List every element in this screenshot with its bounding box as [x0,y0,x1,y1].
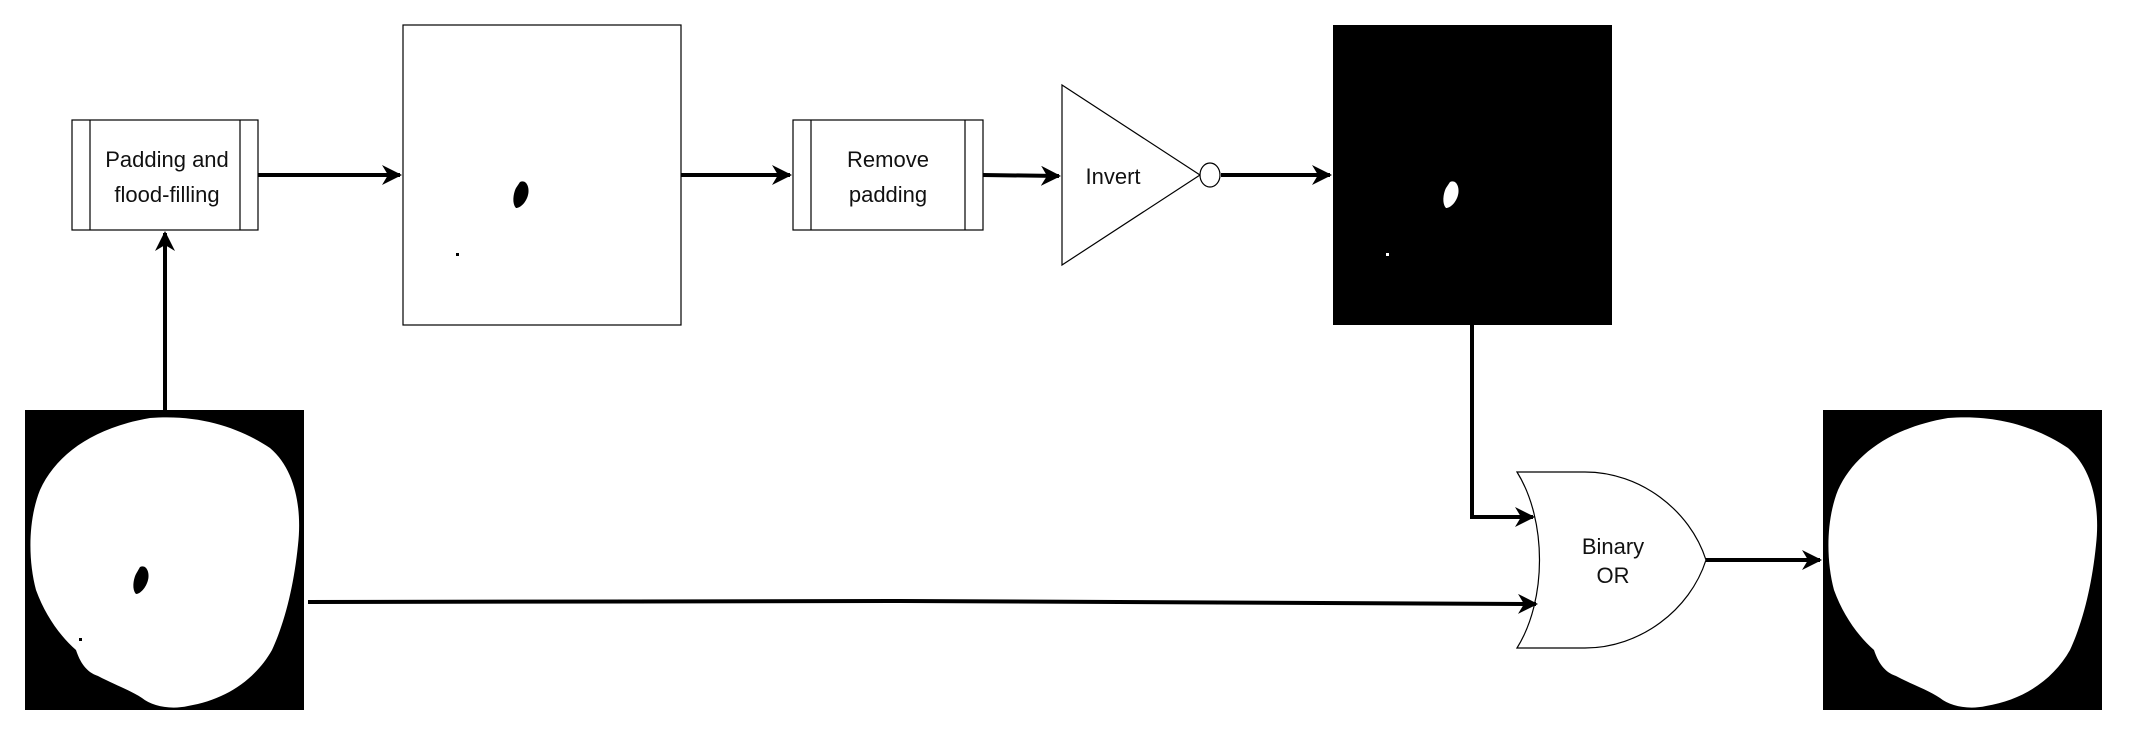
invert-gate[interactable]: Invert [1061,83,1221,267]
hole-region [513,181,529,208]
hole-region [1443,181,1459,208]
invert-bubble [1199,162,1221,188]
hole-region [133,566,149,594]
binary-or-label-line2: OR [1597,563,1630,588]
arrow-inverted-to-or [1470,325,1535,527]
padding-flood-fill-box[interactable]: Padding and flood-filling [71,119,259,231]
padding-box-label-line2: flood-filling [114,182,219,207]
connectors [155,165,1822,614]
arrow-input-to-or [307,593,1538,614]
remove-padding-label-line1: Remove [847,147,929,172]
arrow-remove-to-invert [982,165,1061,186]
remove-padding-box[interactable]: Remove padding [792,119,984,231]
remove-padding-label-line2: padding [849,182,927,207]
input-mask-image [25,410,304,710]
output-mask-image [1823,410,2102,710]
binary-or-gate[interactable]: Binary OR [1515,471,1707,649]
binary-or-label-line1: Binary [1582,534,1644,559]
invert-label: Invert [1085,164,1140,189]
inverted-result-image [1333,25,1612,325]
padded-result-image [402,24,682,326]
padding-box-label-line1: Padding and [105,147,229,172]
